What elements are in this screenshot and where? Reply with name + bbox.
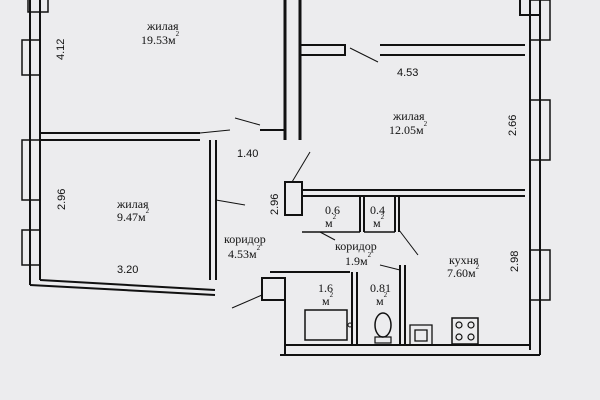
window-left-mid <box>21 139 41 201</box>
kitchen-stove <box>451 317 479 345</box>
dim-left-wall: 2.96 <box>56 188 68 210</box>
dim-kitchen-right: 2.98 <box>509 250 521 272</box>
window-left-top <box>21 39 41 76</box>
dim-top-left-wall: 4.12 <box>55 38 67 60</box>
outer-wall-bottom <box>280 344 540 356</box>
kitchen-sink <box>409 324 433 346</box>
toilet <box>374 312 392 338</box>
room-name-living-mid: жилая <box>393 109 425 123</box>
bathtub <box>304 309 348 341</box>
door-swing-closet-b <box>398 229 419 256</box>
room-area-corridor-small: 1.9м2 <box>345 251 372 268</box>
room-name-living-left: жилая <box>117 197 149 211</box>
outer-wall-left <box>29 0 41 285</box>
window-right-top <box>530 0 551 41</box>
room-unit-closet-a: м2 <box>325 213 337 230</box>
window-left-bot <box>21 229 41 266</box>
room-area-wc: 0.81 <box>370 281 391 295</box>
room-area-living-left: 9.47м2 <box>117 207 150 224</box>
wall-bath-entry <box>261 277 286 301</box>
wall-left-room-right <box>209 140 217 280</box>
dim-top-width: 4.53 <box>397 67 419 79</box>
wall-corridor-column <box>284 181 303 216</box>
wall-mid-horizontal <box>380 44 525 56</box>
wall-central-vertical <box>283 0 302 140</box>
room-area-living-top: 19.53м2 <box>141 30 180 47</box>
door-swing-closet-a <box>319 231 336 241</box>
door-swing-bath <box>231 294 263 309</box>
wall-top-right <box>300 44 346 56</box>
dim-mid-right: 2.66 <box>507 114 519 136</box>
wall-closet-a <box>359 196 365 232</box>
room-area-bath: 1.6 <box>318 281 333 295</box>
room-unit-closet-b: м2 <box>373 213 385 230</box>
room-area-closet-a: 0.6 <box>325 203 340 217</box>
window-right-bot <box>530 249 551 301</box>
window-top <box>27 0 49 13</box>
dim-corridor-wall: 2.96 <box>269 193 281 215</box>
room-name-corridor-small: коридор <box>335 239 377 253</box>
door-swing-corridor <box>291 151 311 183</box>
wall-above-closets <box>302 189 525 197</box>
room-name-corridor-main: коридор <box>224 232 266 246</box>
window-right-mid <box>530 99 551 161</box>
outer-wall-right <box>529 0 541 355</box>
door-swing-center <box>234 117 261 126</box>
room-area-kitchen: 7.60м2 <box>447 263 480 280</box>
dim-corridor-width: 1.40 <box>237 148 259 160</box>
door-swing-wc <box>379 264 401 271</box>
room-area-corridor-main: 4.53м2 <box>228 244 261 261</box>
toilet-tank <box>374 336 392 344</box>
room-area-living-mid: 12.05м2 <box>389 120 428 137</box>
wall-top-left-room <box>40 132 200 141</box>
room-name-living-top: жилая <box>147 19 179 33</box>
bathtub-drain <box>347 322 353 328</box>
wall-closet-b <box>394 196 400 232</box>
room-unit-wc: м2 <box>376 291 388 308</box>
room-name-kitchen: кухня <box>449 253 479 267</box>
door-swing-top-right <box>349 47 379 63</box>
door-opening-left <box>199 129 231 134</box>
wall-bath-right <box>351 272 358 345</box>
room-unit-bath: м2 <box>322 291 334 308</box>
outer-wall-bottom-left <box>29 279 216 296</box>
room-area-closet-b: 0.4 <box>370 203 385 217</box>
door-swing-left-room <box>215 199 246 206</box>
wall-top-right-stub <box>519 0 540 16</box>
wall-wc-right <box>399 265 406 345</box>
dim-bottom-width: 3.20 <box>117 264 139 276</box>
